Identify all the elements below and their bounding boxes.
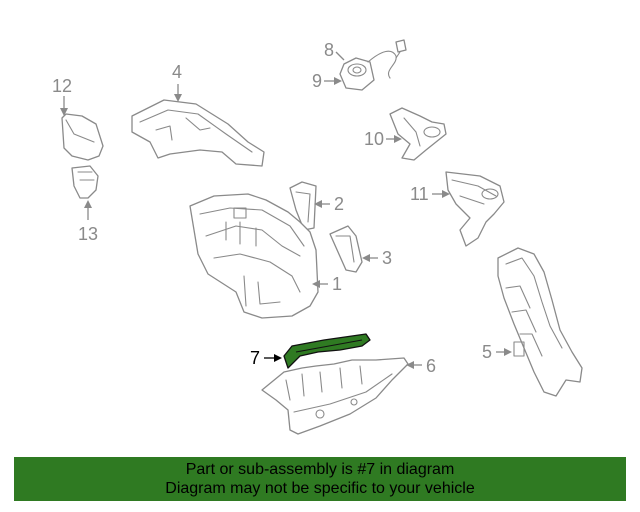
part-5-side-support[interactable] <box>497 247 583 397</box>
part-12-trim-cap[interactable] <box>61 113 104 161</box>
exploded-parts-diagram: 12 13 4 8 9 <box>52 39 583 435</box>
svg-text:10: 10 <box>364 129 384 149</box>
svg-text:3: 3 <box>382 248 392 268</box>
svg-text:4: 4 <box>172 62 182 82</box>
svg-text:8: 8 <box>324 40 334 60</box>
svg-text:12: 12 <box>52 76 72 96</box>
part-2-side-panel[interactable] <box>289 181 317 231</box>
svg-text:5: 5 <box>482 342 492 362</box>
svg-text:1: 1 <box>332 274 342 294</box>
svg-text:7: 7 <box>250 348 260 368</box>
notice-line-part-number: Part or sub-assembly is #7 in diagram <box>185 461 455 478</box>
callout-7: 7 <box>250 348 282 368</box>
svg-text:2: 2 <box>334 194 344 214</box>
part-4-cover-panel[interactable] <box>131 99 265 167</box>
callout-2: 2 <box>314 194 344 214</box>
svg-text:6: 6 <box>426 356 436 376</box>
callout-4: 4 <box>172 62 182 102</box>
callout-13: 13 <box>78 200 98 244</box>
callout-1: 1 <box>312 274 342 294</box>
callout-9: 9 <box>312 71 342 91</box>
callout-10: 10 <box>364 129 402 149</box>
part-3-corner-trim[interactable] <box>329 225 363 273</box>
part-13-clip[interactable] <box>71 165 99 199</box>
diagram-notice-banner: Part or sub-assembly is #7 in diagram Di… <box>14 457 626 501</box>
part-11-support-bracket[interactable] <box>445 171 505 247</box>
callout-3: 3 <box>362 248 392 268</box>
callout-8: 8 <box>324 40 345 61</box>
notice-line-disclaimer: Diagram may not be specific to your vehi… <box>165 480 475 497</box>
callout-12: 12 <box>52 76 72 116</box>
callout-6: 6 <box>406 356 436 376</box>
part-1-main-housing[interactable] <box>189 193 319 319</box>
svg-text:13: 13 <box>78 224 98 244</box>
part-7-trim-strip-highlighted[interactable] <box>283 333 371 369</box>
part-9-actuator[interactable] <box>339 57 375 91</box>
part-8-wire-connector[interactable] <box>367 39 407 79</box>
part-6-lower-bracket[interactable] <box>261 357 409 435</box>
callout-5: 5 <box>482 342 512 362</box>
svg-text:11: 11 <box>410 184 429 204</box>
svg-text:9: 9 <box>312 71 322 91</box>
callout-11: 11 <box>410 184 450 204</box>
part-10-bracket[interactable] <box>389 107 447 161</box>
